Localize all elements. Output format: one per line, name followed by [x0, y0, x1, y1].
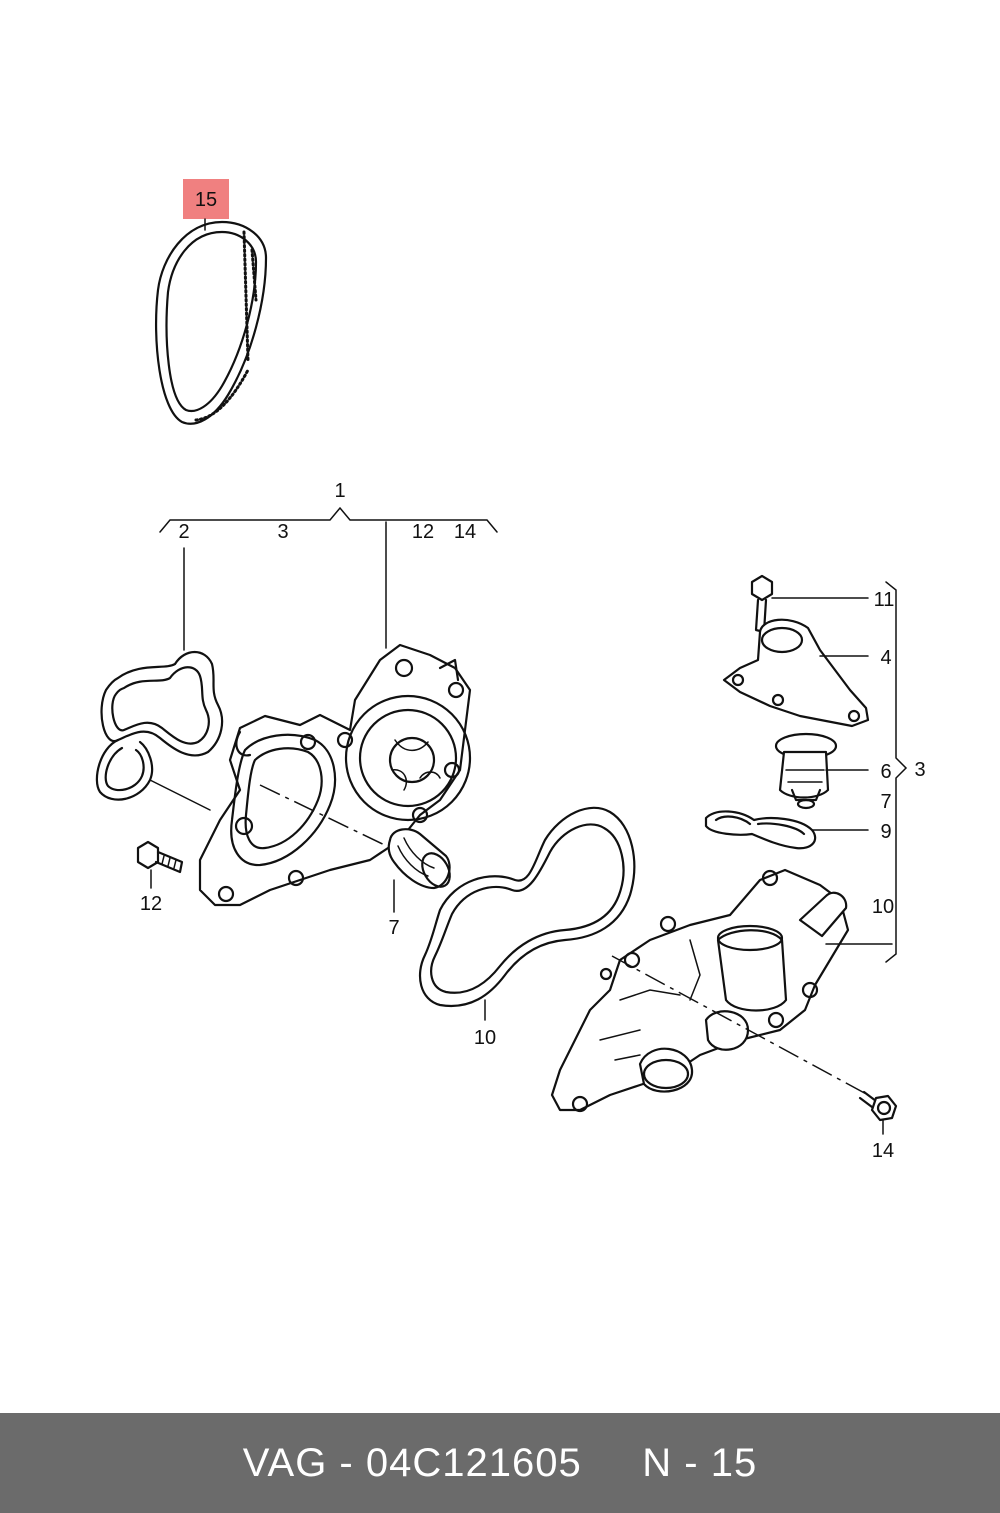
- callout-2: 2: [178, 521, 189, 543]
- callout-15: 15: [195, 189, 217, 211]
- gasket-middle-drawing: [418, 806, 636, 1008]
- callout-9: 9: [880, 821, 891, 843]
- callout-6: 6: [880, 761, 891, 783]
- callout-1: 1: [334, 480, 345, 502]
- callout-14-top: 14: [454, 521, 476, 543]
- gasket-left-drawing: [95, 650, 224, 811]
- coolant-housing-drawing: [550, 868, 850, 1113]
- callout-10-right: 10: [872, 896, 894, 918]
- part-number-caption: VAG - 04C121605 N - 15: [242, 1440, 758, 1485]
- callout-3-right: 3: [914, 759, 925, 781]
- bolt-12-drawing: [136, 840, 184, 874]
- connector-tube-7-drawing: [387, 828, 451, 890]
- timing-belt-drawing: [154, 220, 268, 425]
- callout-12-top: 12: [412, 521, 434, 543]
- callout-12-left: 12: [140, 893, 162, 915]
- water-pump-housing-drawing: [198, 643, 472, 907]
- callout-7-left: 7: [388, 917, 399, 939]
- parts-diagram: 15 1 2 3 12 14: [95, 179, 926, 1162]
- callout-4: 4: [880, 647, 891, 669]
- seal-9-drawing: [704, 810, 817, 850]
- callout-11: 11: [874, 589, 895, 611]
- callout-3-top: 3: [277, 521, 288, 543]
- callout-10-bottom: 10: [474, 1027, 496, 1049]
- bracket-3: [885, 581, 908, 963]
- bolt-14-drawing: [858, 1090, 898, 1122]
- callout-15-highlight: [183, 179, 229, 219]
- thermostat-cover-4-drawing: [722, 618, 870, 728]
- group-bracket-1: [159, 506, 498, 533]
- thermostat-6-drawing: [774, 732, 838, 810]
- callout-7-right: 7: [880, 791, 891, 813]
- callout-14-right: 14: [872, 1140, 894, 1162]
- footer-bar: VAG - 04C121605 N - 15: [0, 1413, 1000, 1513]
